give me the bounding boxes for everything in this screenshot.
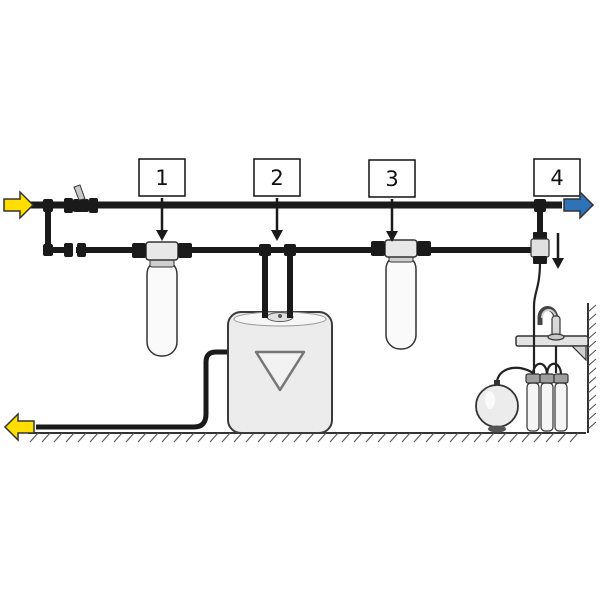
filter-3-union-left: [371, 241, 385, 256]
check-valve-nut-top: [533, 232, 547, 240]
pointer-head-2: [271, 230, 283, 241]
label-4: 4: [550, 166, 563, 190]
pointer-arrows: [156, 198, 564, 269]
ro-tubing: [495, 261, 563, 384]
drain-arrow: [3, 412, 35, 442]
flow-arrows: [3, 190, 595, 442]
ro-tank-highlight: [485, 391, 495, 409]
pipe-tee-softener-in: [259, 244, 271, 256]
ro-loop-tube-2: [545, 362, 563, 376]
ro-canister-cap-2: [539, 373, 555, 384]
ro-canister-1: [526, 382, 540, 432]
shutoff-valve-body: [73, 199, 89, 212]
ro-tank-sphere: [475, 384, 519, 428]
drain-line-group: [36, 349, 248, 430]
secondary-union-nut-left: [64, 243, 73, 257]
label-box-4: [533, 158, 581, 197]
label-boxes: 1 2 3 4: [138, 158, 581, 198]
filter-1-union-left: [132, 243, 146, 258]
ground: [28, 432, 586, 443]
drain-pipe: [36, 349, 248, 430]
shutoff-valve-handle: [73, 184, 86, 201]
check-valve-body: [530, 238, 550, 258]
pipe-tee-right: [534, 199, 546, 212]
check-valve-nut-bottom: [533, 256, 547, 264]
label-2: 2: [270, 166, 283, 190]
filter-3-cap: [384, 239, 418, 258]
water-softener: [227, 311, 333, 434]
ro-canister-cap-3: [553, 373, 569, 384]
ro-canister-2: [540, 382, 554, 432]
filter-3-sump: [385, 254, 417, 350]
ground-hatch: [29, 432, 579, 443]
label-box-2: [253, 158, 301, 197]
ro-canister-cap-1: [525, 373, 541, 384]
wall-hatch: [587, 304, 597, 430]
label-box-1: [138, 158, 186, 197]
ro-tank-base: [488, 425, 506, 433]
pipe-tee-left: [43, 199, 53, 212]
filter-3-union-right: [417, 241, 431, 256]
ro-canisters: [525, 373, 569, 432]
pipes: [20, 201, 562, 318]
ro-faucet: [537, 306, 565, 341]
label-box-3: [368, 159, 416, 198]
filter-unit-1: [145, 241, 179, 357]
filter-1-cap: [145, 241, 179, 261]
filter-1-sump: [146, 259, 178, 357]
secondary-union-nut-right: [77, 243, 86, 257]
label-3: 3: [385, 167, 398, 191]
ro-tank-stem: [494, 380, 500, 386]
ro-canister-3: [554, 382, 568, 432]
softener-lid-knob: [278, 314, 282, 318]
shelf-and-faucet: [515, 306, 589, 362]
shutoff-valve-nut-right: [89, 198, 98, 213]
ro-feed-tube: [532, 261, 542, 374]
wall: [587, 303, 597, 433]
pipe-tee-softener-out: [284, 244, 296, 256]
inlet-arrow: [3, 190, 35, 220]
shutoff-valve-nut-left: [64, 198, 73, 213]
pointer-head-4: [552, 258, 564, 269]
secondary-union-gap: [73, 245, 76, 255]
shelf-bracket: [570, 345, 587, 362]
ro-tank-tube: [495, 366, 534, 384]
pipe-elbow-left: [43, 244, 53, 256]
label-1: 1: [155, 166, 168, 190]
pointer-head-3: [386, 231, 398, 242]
faucet-base: [547, 333, 565, 341]
ro-storage-tank: [475, 380, 519, 433]
filter-unit-3: [384, 239, 418, 350]
filter-1-union-right: [178, 243, 192, 258]
softener-logo-triangle: [254, 350, 306, 392]
outlet-arrow: [563, 190, 595, 220]
fittings: [43, 184, 550, 264]
pointer-head-1: [156, 230, 168, 241]
